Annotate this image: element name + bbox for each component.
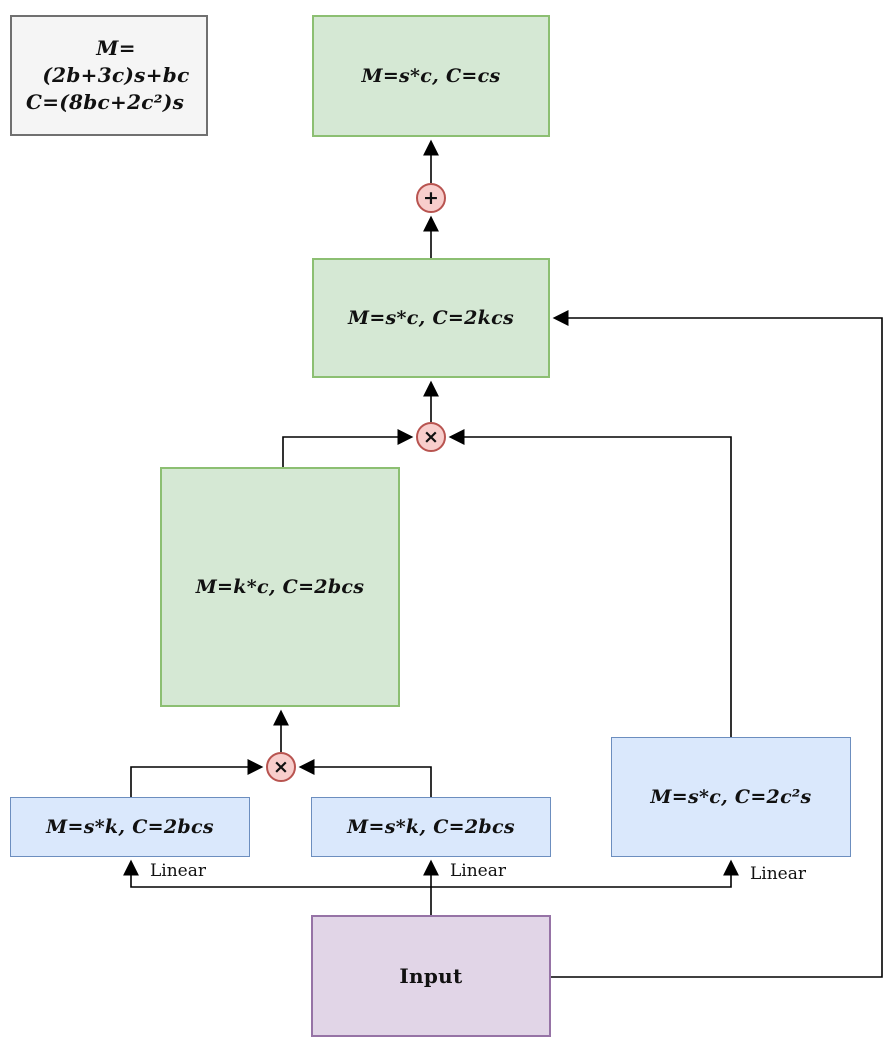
node-stage2-label: M=s*c, C=2kcs — [348, 307, 514, 329]
node-branch-mid-label: M=s*k, C=2bcs — [347, 816, 515, 838]
multiply-operator-icon-lower: × — [266, 752, 296, 782]
multiply-operator-glyph: × — [273, 755, 289, 778]
edge-label-linear-right: Linear — [750, 864, 806, 884]
node-attn-map-label: M=k*c, C=2bcs — [195, 576, 365, 598]
node-input-label: Input — [399, 964, 463, 988]
edge-branch-mid-to-multiply2 — [298, 759, 432, 797]
legend-formula-line2: C=(8bc+2c²)s — [26, 90, 185, 114]
node-output-label: M=s*c, C=cs — [361, 65, 501, 87]
multiply-operator-icon-upper: × — [416, 422, 446, 452]
node-output: M=s*c, C=cs — [312, 15, 550, 137]
node-input: Input — [311, 915, 551, 1037]
add-operator-glyph: + — [423, 186, 439, 209]
edge-input-skip-to-stage2 — [551, 310, 883, 978]
node-branch-left-label: M=s*k, C=2bcs — [46, 816, 214, 838]
legend-formula-box: M=(2b+3c)s+bc C=(8bc+2c²)s — [10, 15, 208, 136]
node-branch-mid: M=s*k, C=2bcs — [311, 797, 551, 857]
add-operator-icon: + — [416, 183, 446, 213]
node-attn-map: M=k*c, C=2bcs — [160, 467, 400, 707]
edge-attn-map-to-multiply1 — [282, 429, 414, 467]
node-branch-left: M=s*k, C=2bcs — [10, 797, 250, 857]
edge-input-to-branch-right — [431, 859, 739, 888]
node-branch-right-label: M=s*c, C=2c²s — [650, 786, 812, 808]
edge-branch-right-to-multiply1 — [448, 429, 732, 737]
edge-input-to-branch-left — [123, 859, 431, 888]
edge-branch-left-to-multiply2 — [130, 759, 264, 797]
node-branch-right: M=s*c, C=2c²s — [611, 737, 851, 857]
node-stage2: M=s*c, C=2kcs — [312, 258, 550, 378]
multiply-operator-glyph: × — [423, 425, 439, 448]
legend-formula-line1: M=(2b+3c)s+bc — [42, 36, 190, 87]
edge-label-linear-mid: Linear — [450, 861, 506, 881]
edge-label-linear-left: Linear — [150, 861, 206, 881]
